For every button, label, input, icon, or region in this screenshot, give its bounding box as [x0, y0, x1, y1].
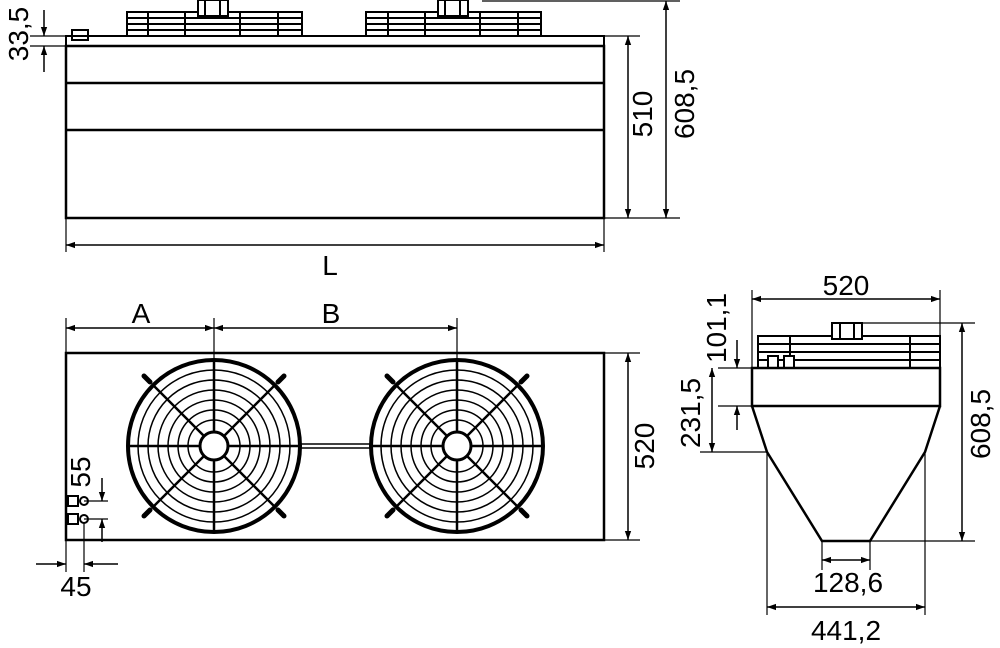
dim-a-label: A	[132, 298, 151, 329]
dim-body-height: 510	[604, 35, 680, 219]
dim-pipe-gap: 55	[65, 456, 108, 542]
dim-pipe-offset-label: 45	[60, 571, 91, 602]
dim-side-bottom-width: 128,6	[813, 541, 883, 598]
side-fan	[757, 322, 941, 369]
dim-pipe-gap-label: 55	[65, 456, 96, 487]
dim-b-label: B	[322, 298, 341, 329]
dim-body-height-label: 510	[627, 91, 658, 138]
dim-side-total-height: 608,5	[862, 322, 996, 542]
fan-guard-left	[126, 358, 302, 534]
dim-side-width: 520	[751, 270, 941, 368]
side-box	[750, 366, 942, 408]
side-view: 520 101,1 231,5 608,5 128,6	[675, 270, 996, 646]
dim-side-bottom-width-label: 128,6	[813, 567, 883, 598]
dim-front-height: 520	[604, 352, 660, 541]
dim-side-box-height-label: 231,5	[675, 378, 706, 448]
dim-side-width-label: 520	[823, 270, 870, 301]
dim-front-height-label: 520	[629, 423, 660, 470]
dim-side-fan-height-label: 101,1	[701, 293, 732, 363]
dim-side-total-height-label: 608,5	[965, 389, 996, 459]
top-fan-left	[126, 0, 303, 37]
front-view: A B 520 55 45	[36, 298, 660, 602]
dim-side-mid-width-label: 441,2	[811, 615, 881, 646]
dim-top-offset: 33,5	[3, 7, 66, 72]
dim-top-offset-label: 33,5	[3, 7, 34, 62]
top-view: 33,5 510 608,5 L	[3, 0, 700, 281]
dim-length-label: L	[322, 250, 338, 281]
dim-total-height-label: 608,5	[669, 69, 700, 139]
dim-pipe-offset: 45	[36, 523, 118, 602]
front-body	[64, 351, 606, 542]
dim-side-mid-width: 441,2	[766, 452, 926, 646]
dim-b: B	[214, 298, 458, 360]
top-pipe-stub	[71, 29, 89, 41]
pipe-connections	[67, 495, 89, 525]
dim-length: L	[65, 218, 605, 281]
fan-guard-right	[369, 358, 545, 534]
dim-a: A	[65, 298, 215, 360]
top-fan-right	[365, 0, 542, 37]
dim-side-fan-height: 101,1	[701, 293, 752, 430]
top-body	[64, 44, 606, 220]
dim-total-height: 608,5	[482, 0, 700, 218]
top-plate	[65, 35, 605, 47]
dim-side-box-height: 231,5	[675, 368, 767, 453]
side-hopper	[750, 405, 942, 543]
